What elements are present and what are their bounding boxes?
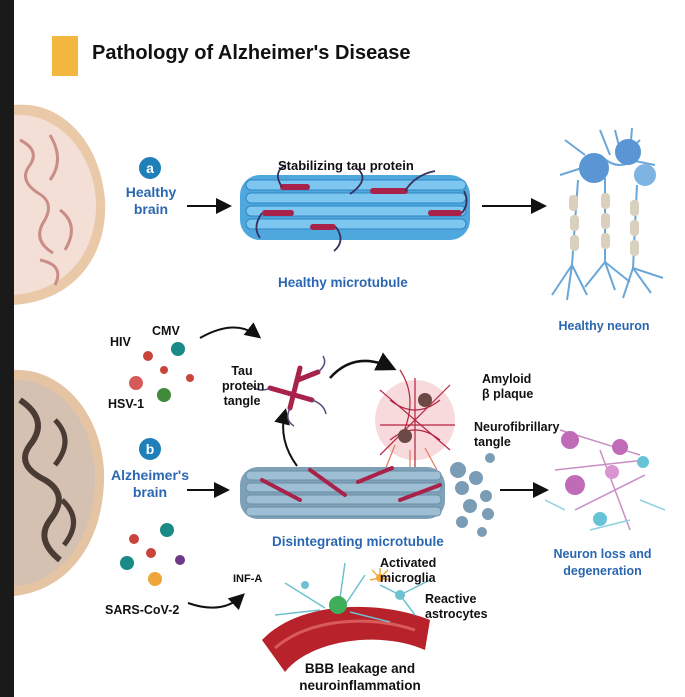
disintegrating-microtubule [240, 453, 495, 537]
reactive-astrocytes-label: Reactive astrocytes [425, 592, 488, 621]
alzheimers-brain-icon [14, 369, 105, 596]
myelin-sheaths [569, 193, 639, 256]
disintegrating-microtubule-label: Disintegrating microtubule [272, 534, 444, 549]
bbb-leakage-label: BBB leakage and neuroinflammation [299, 661, 421, 693]
inf-a-label: INF-A [233, 573, 263, 585]
arrow-virus-to-tangle [199, 322, 262, 339]
title-accent-bar [52, 36, 78, 76]
activated-microglia-label: Activated microglia [380, 556, 437, 585]
arrow-sars-to-inflammation [187, 593, 245, 611]
hsv1-label: HSV-1 [108, 397, 145, 411]
degenerating-neurons [544, 429, 666, 531]
figure-title: Pathology of Alzheimer's Disease [92, 42, 411, 64]
healthy-microtubule [240, 164, 470, 252]
badge-b: b [139, 438, 161, 460]
hiv-label: HIV [110, 335, 131, 349]
virus-cluster [120, 342, 194, 586]
cmv-label: CMV [152, 324, 180, 338]
amyloid-plaque-label: Amyloid β plaque [482, 372, 534, 401]
arrow-tangle-to-plaque [329, 352, 397, 379]
tau-tangle [267, 365, 321, 411]
healthy-neuron [551, 127, 664, 301]
stabilizing-tau-label: Stabilizing tau protein [278, 158, 414, 173]
neuron-loss-label: Neuron loss and degeneration [553, 547, 652, 578]
healthy-neuron-label: Healthy neuron [558, 319, 650, 333]
badge-a: a [139, 157, 161, 179]
left-border-bar [0, 0, 14, 697]
amyloid-plaque [375, 369, 455, 475]
healthy-brain-label: Healthy brain [125, 184, 177, 217]
healthy-microtubule-label: Healthy microtubule [278, 275, 408, 290]
sars-cov-2-label: SARS-CoV-2 [105, 603, 180, 617]
neurofibrillary-tangle-label: Neurofibrillary tangle [474, 420, 560, 449]
alzheimers-brain-label: Alzheimer's brain [110, 467, 190, 500]
healthy-brain-icon [14, 104, 106, 305]
arrow-microtubule-to-tangle [274, 408, 298, 467]
tau-tangle-label: Tau protein tangle [222, 364, 265, 408]
neuroinflammation [262, 562, 431, 672]
